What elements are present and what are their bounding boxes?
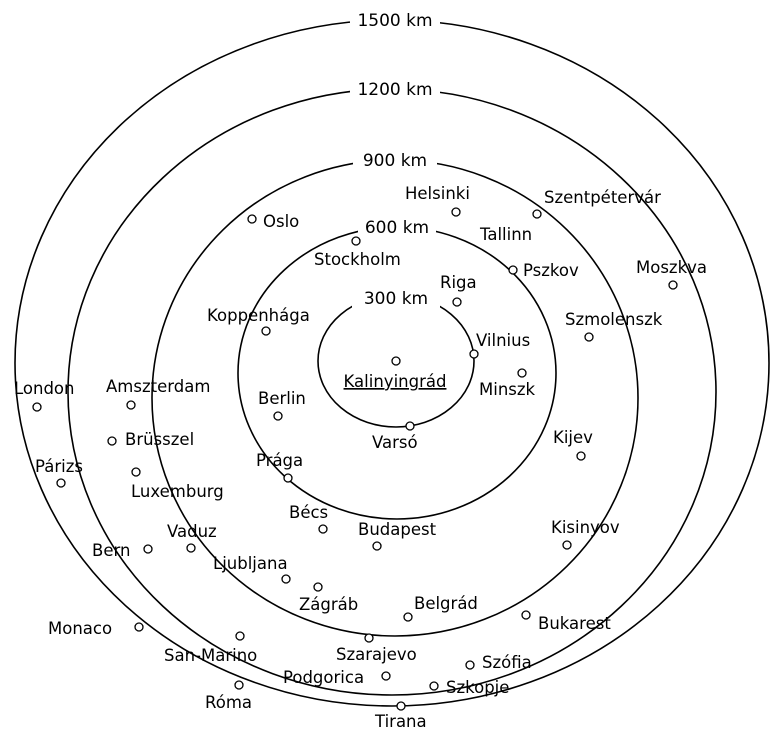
city-marker-amszterdam (126, 400, 136, 410)
city-label-brusszel: Brüsszel (125, 430, 194, 449)
city-label-becs: Bécs (289, 503, 328, 522)
city-label-amszterdam: Amszterdam (106, 377, 210, 396)
city-label-budapest: Budapest (358, 520, 437, 539)
city-marker-pszkov (508, 265, 518, 275)
city-marker-riga (452, 297, 462, 307)
city-marker-budapest (372, 541, 382, 551)
city-marker-moszkva (668, 280, 678, 290)
city-label-bukarest: Bukarest (538, 614, 611, 633)
city-label-london: London (14, 379, 74, 398)
city-marker-zagrab (313, 582, 323, 592)
city-marker-vaduz (186, 543, 196, 553)
city-marker-szentpetervar (532, 209, 542, 219)
city-marker-belgrad (403, 612, 413, 622)
city-label-zagrab: Zágráb (299, 595, 358, 614)
city-marker-bern (143, 544, 153, 554)
city-marker-szmolenszk (584, 332, 594, 342)
city-label-riga: Riga (440, 273, 477, 292)
city-marker-san-marino (235, 631, 245, 641)
city-marker-koppenhaga (261, 326, 271, 336)
city-marker-roma (234, 680, 244, 690)
city-label-san-marino: San-Marino (164, 646, 257, 665)
city-label-kijev: Kijev (553, 428, 593, 447)
ring-label-900-km: 900 km (363, 151, 427, 171)
city-marker-brusszel (107, 436, 117, 446)
city-label-berlin: Berlin (258, 389, 306, 408)
center-city-marker (391, 356, 401, 366)
ring-label-1200-km: 1200 km (357, 80, 432, 100)
city-marker-szarajevo (364, 633, 374, 643)
city-marker-becs (318, 524, 328, 534)
city-marker-ljubljana (281, 574, 291, 584)
city-label-ljubljana: Ljubljana (213, 554, 288, 573)
city-marker-parizs (56, 478, 66, 488)
ring-label-1500-km: 1500 km (357, 11, 432, 31)
city-marker-szkopje (429, 681, 439, 691)
ring-labels: 300 km 600 km 900 km 1200 km 1500 km (350, 8, 440, 310)
city-marker-bukarest (521, 610, 531, 620)
city-label-minszk: Minszk (479, 380, 536, 399)
city-marker-kisinyov (562, 540, 572, 550)
city-marker-luxemburg (131, 467, 141, 477)
city-marker-helsinki (451, 207, 461, 217)
city-marker-szofia (465, 660, 475, 670)
city-label-helsinki: Helsinki (405, 184, 470, 203)
city-label-szofia: Szófia (482, 653, 532, 672)
city-marker-london (32, 402, 42, 412)
city-marker-tirana (396, 701, 406, 711)
city-label-praga: Prága (256, 451, 303, 470)
city-label-roma: Róma (205, 693, 252, 712)
city-marker-praga (283, 473, 293, 483)
city-label-tirana: Tirana (374, 712, 427, 731)
city-marker-berlin (273, 411, 283, 421)
city-marker-podgorica (381, 671, 391, 681)
city-label-moszkva: Moszkva (636, 258, 707, 277)
city-marker-minszk (517, 368, 527, 378)
ring-label-600-km: 600 km (365, 218, 429, 238)
city-label-koppenhaga: Koppenhága (207, 306, 310, 325)
cities: Helsinki Szentpétervár Oslo Tallinn Stoc… (14, 184, 707, 731)
city-label-vilnius: Vilnius (476, 331, 530, 350)
center-city-label: Kalinyingrád (344, 372, 447, 391)
center-city: Kalinyingrád (344, 356, 447, 391)
city-label-parizs: Párizs (35, 457, 83, 476)
city-label-oslo: Oslo (263, 212, 299, 231)
ring-label-300-km: 300 km (364, 289, 428, 309)
city-label-pszkov: Pszkov (523, 261, 579, 280)
city-marker-monaco (134, 622, 144, 632)
city-marker-vilnius (469, 349, 479, 359)
city-label-monaco: Monaco (48, 619, 112, 638)
city-label-vaduz: Vaduz (167, 522, 217, 541)
city-label-varso: Varsó (372, 433, 418, 452)
city-label-tallinn: Tallinn (479, 225, 532, 244)
city-label-szmolenszk: Szmolenszk (565, 310, 663, 329)
city-label-luxemburg: Luxemburg (131, 482, 224, 501)
city-label-szkopje: Szkopje (446, 678, 509, 697)
city-label-belgrad: Belgrád (414, 594, 478, 613)
city-label-stockholm: Stockholm (314, 250, 401, 269)
city-label-szarajevo: Szarajevo (336, 645, 417, 664)
city-label-podgorica: Podgorica (283, 668, 364, 687)
city-label-kisinyov: Kisinyov (551, 518, 620, 537)
city-marker-kijev (576, 451, 586, 461)
city-label-szentpetervar: Szentpétervár (544, 188, 661, 207)
city-marker-varso (405, 421, 415, 431)
city-marker-oslo (247, 214, 257, 224)
city-label-bern: Bern (92, 541, 130, 560)
city-marker-stockholm (351, 236, 361, 246)
